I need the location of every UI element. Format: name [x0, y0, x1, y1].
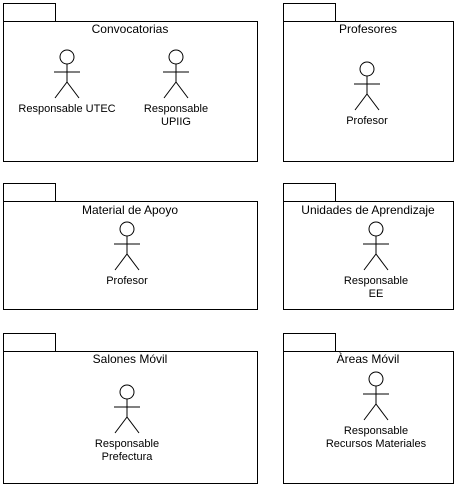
actor-label: EE [369, 288, 384, 300]
package-body [283, 351, 454, 484]
actor[interactable]: Profesor [106, 221, 148, 287]
package-name: Àreas Móvil [337, 351, 400, 366]
actor-label: Responsable [344, 275, 408, 287]
actor-head [368, 371, 384, 387]
actor-left-leg [363, 253, 377, 271]
actor[interactable]: Responsable UTEC [18, 49, 116, 115]
package-tab [3, 183, 56, 202]
actor-label: Prefectura [102, 451, 154, 463]
actor-right-leg [375, 403, 389, 421]
actor[interactable]: Profesor [346, 61, 388, 127]
actor-head [168, 49, 184, 65]
package-tab [283, 3, 336, 22]
actor-label: Profesor [346, 115, 388, 127]
package-body [283, 201, 454, 310]
package-body [283, 21, 454, 162]
actor-label: Responsable [95, 438, 159, 450]
actor-label: Profesor [106, 275, 148, 287]
package-name: Profesores [339, 22, 397, 36]
actor-left-leg [54, 81, 68, 99]
actor-right-leg [175, 81, 189, 99]
package-name: Salones Móvil [93, 352, 168, 366]
actor-head [119, 384, 135, 400]
actor-left-leg [114, 416, 128, 434]
actor-label: Responsable [344, 425, 408, 437]
actor-head [119, 221, 135, 237]
actor-left-leg [114, 253, 128, 271]
package-tab [283, 183, 336, 202]
package-name: Unidades de Aprendizaje [301, 203, 435, 217]
actor-left-leg [163, 81, 177, 99]
actor-head [368, 221, 384, 237]
actor-right-leg [126, 253, 140, 271]
actor-label: Responsable [144, 103, 208, 115]
package-tab [3, 3, 56, 22]
package-body [3, 351, 258, 484]
actor-label: Recursos Materiales [326, 438, 427, 450]
actor-right-leg [366, 93, 380, 111]
actor-label: UPIIG [161, 116, 191, 128]
actor-head [59, 49, 75, 65]
actor-label: Responsable UTEC [18, 103, 115, 115]
actor-head [359, 61, 375, 77]
package-tab [3, 333, 56, 352]
package-name: Convocatorias [92, 22, 169, 36]
actor-left-leg [363, 403, 377, 421]
actor-right-leg [126, 416, 140, 434]
actor-right-leg [375, 253, 389, 271]
package-tab [283, 333, 336, 352]
package-name: Material de Apoyo [82, 203, 178, 217]
actor-right-leg [66, 81, 80, 99]
package-body [3, 21, 258, 162]
package-body [3, 201, 258, 310]
actor-left-leg [354, 93, 368, 111]
